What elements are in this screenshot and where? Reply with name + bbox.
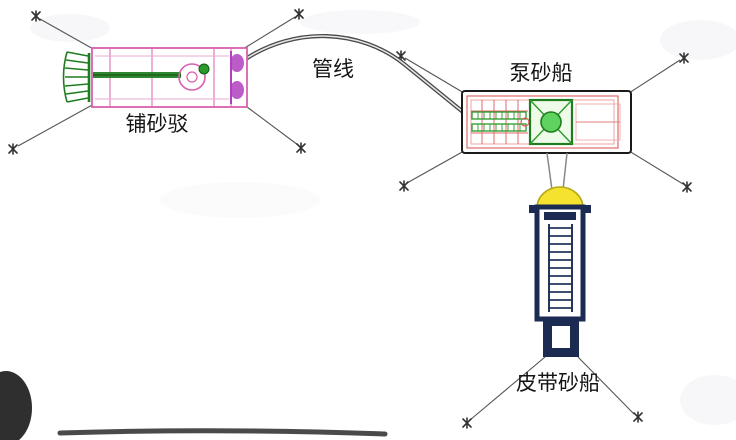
belt-ship-hull [534, 204, 586, 322]
stern-unit [230, 51, 244, 104]
pump-ship-label: 泵砂船 [510, 61, 573, 85]
conveyor-belt [548, 224, 573, 312]
anchor-icon [8, 143, 18, 155]
mooring-line [242, 16, 296, 50]
bottom-streak [57, 428, 388, 437]
mooring-lines [17, 16, 684, 421]
pipeline-label: 管线 [312, 57, 354, 81]
mooring-line [242, 103, 299, 146]
belt-head-drum [544, 212, 576, 220]
scan-artifacts [0, 371, 388, 440]
spreader-barge: 铺砂驳 [62, 47, 248, 136]
belt-ship-label: 皮带砂船 [516, 371, 600, 395]
spreader-turntable-hub [186, 71, 198, 83]
hopper-dome [536, 186, 584, 209]
anchor-icon [31, 10, 41, 22]
spreader-green-pod [198, 63, 210, 75]
spreader-turntable [178, 63, 206, 91]
anchor-icon [679, 52, 689, 64]
pump-ship: 泵砂船 [461, 61, 632, 154]
anchor-icon [296, 142, 306, 154]
anchor-icon [399, 180, 409, 192]
mooring-line [404, 57, 465, 94]
spreader-barge-label: 铺砂驳 [126, 112, 189, 136]
pipeline [241, 34, 466, 115]
pipeline-inner [243, 35, 464, 113]
mooring-line [39, 18, 96, 51]
anchor-icons [8, 8, 692, 429]
mooring-line [469, 356, 546, 421]
spreader-barge-deck-lines [95, 55, 229, 100]
anchor-icon [462, 417, 472, 429]
pump-conveyor-bars [471, 111, 527, 132]
winch-block-right [583, 205, 591, 213]
spreader-rake [62, 51, 91, 103]
belt-ship: 皮带砂船 [516, 152, 600, 395]
anchor-icon [633, 411, 643, 423]
chute-connectors [546, 152, 568, 191]
mooring-line [406, 150, 465, 184]
pump-unit [528, 98, 574, 146]
mooring-line [628, 150, 684, 185]
corner-blot [0, 371, 32, 440]
anchor-icon [294, 8, 304, 20]
mooring-line [17, 103, 95, 147]
mooring-line [628, 59, 681, 94]
belt-stern-slot [552, 326, 570, 348]
mooring-line [577, 356, 635, 415]
pump-compartment-grid [471, 100, 528, 144]
anchor-icon [682, 181, 692, 193]
winch-block-left [529, 205, 537, 213]
background-wash [30, 10, 736, 425]
pump-impeller [540, 111, 562, 133]
